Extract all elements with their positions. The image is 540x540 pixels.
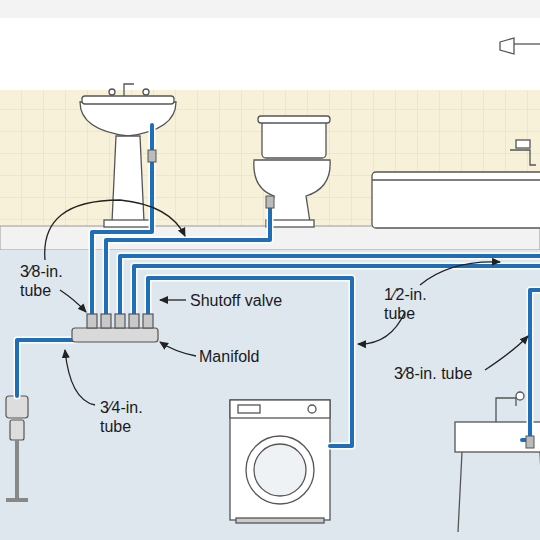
shower-head xyxy=(500,38,540,54)
washing-machine xyxy=(230,400,330,523)
part-label: Manifold xyxy=(199,347,299,366)
toilet xyxy=(254,116,330,227)
tube-size-label: 1⁄2-in. tube xyxy=(384,285,440,323)
tube-size-label: 3⁄4-in. tube xyxy=(100,398,158,436)
main-valve xyxy=(6,396,28,500)
manifold xyxy=(72,314,158,342)
stop-valves xyxy=(148,150,534,448)
pedestal-sink xyxy=(80,84,176,227)
bathtub xyxy=(372,140,540,228)
tube-size-label: 3⁄8-in. tube xyxy=(20,262,78,300)
tube-size-label: 3⁄8-in. tube xyxy=(394,364,504,383)
leader-arrows xyxy=(45,200,528,405)
part-label: Shutoff valve xyxy=(190,291,310,310)
supply-tubing xyxy=(17,125,540,446)
